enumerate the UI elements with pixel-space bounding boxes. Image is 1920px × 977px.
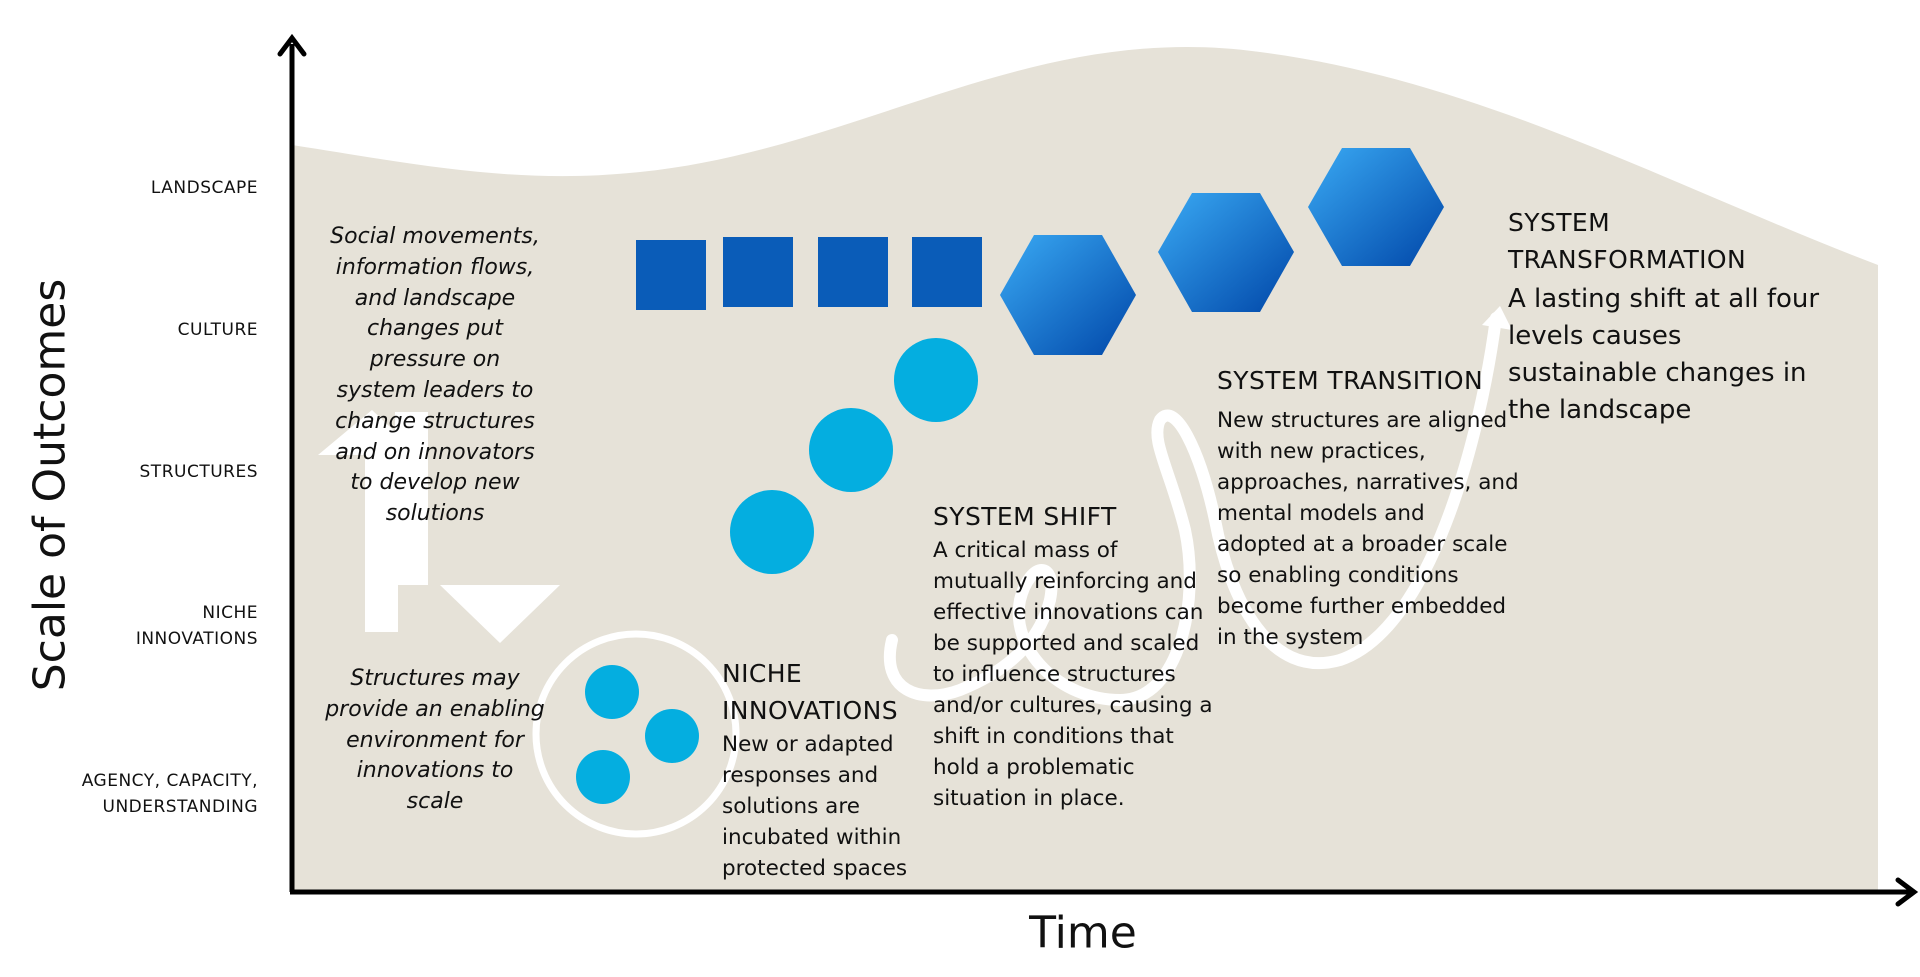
stage-heading-transition: SYSTEM TRANSITION (1217, 366, 1484, 395)
stage-body-niche: New or adapted responses and solutions a… (722, 732, 908, 881)
niche-dot-1 (585, 665, 639, 719)
shift-circle-2 (809, 408, 893, 492)
progress-spiral (884, 312, 1502, 707)
stage-heading-shift: SYSTEM SHIFT (933, 502, 1117, 531)
down-arrow-shape (395, 412, 560, 643)
niche-dot-2 (645, 709, 699, 763)
culture-hexagon-1 (1000, 235, 1136, 355)
spiral-arrowhead (1482, 306, 1512, 330)
niche-protected-space (532, 630, 740, 838)
level-label-culture: CULTURE (177, 320, 258, 340)
x-axis-label: Time (1029, 907, 1137, 959)
structure-square-4 (912, 237, 982, 307)
level-label-landscape: LANDSCAPE (150, 178, 258, 198)
stage-body-transition: New structures are aligned with new prac… (1217, 408, 1519, 650)
enabling-note: Structures may provide an enabling envir… (325, 666, 545, 815)
level-label-niche: NICHE INNOVATIONS (18, 600, 258, 652)
culture-hexagon-3 (1308, 148, 1444, 266)
level-label-niche-line1: NICHE (202, 603, 258, 623)
niche-dot-3 (576, 750, 630, 804)
stage-body-transformation: A lasting shift at all four levels cause… (1508, 284, 1820, 425)
structure-square-3 (818, 237, 888, 307)
pressure-arrows (318, 410, 560, 643)
up-arrow-shape (318, 410, 420, 632)
x-axis-arrowhead (1895, 877, 1919, 907)
stage-heading-transformation: SYSTEM TRANSFORMATION (1508, 208, 1747, 274)
shift-circle-1 (730, 490, 814, 574)
level-label-agency-line2: UNDERSTANDING (102, 797, 258, 817)
level-label-agency: AGENCY, CAPACITY, UNDERSTANDING (18, 768, 258, 820)
culture-hexagon-2 (1158, 193, 1294, 312)
level-label-structures: STRUCTURES (139, 462, 258, 482)
stage-heading-niche: NICHE INNOVATIONS (722, 659, 898, 725)
stage-body-shift: A critical mass of mutually reinforcing … (933, 538, 1213, 811)
shift-circle-3 (894, 338, 978, 422)
pressure-note: Social movements, information flows, and… (330, 224, 540, 527)
y-axis-arrowhead (277, 33, 307, 57)
level-label-agency-line1: AGENCY, CAPACITY, (81, 771, 258, 791)
level-label-niche-line2: INNOVATIONS (135, 629, 258, 649)
structure-square-2 (723, 237, 793, 307)
structure-square-1 (636, 240, 706, 310)
